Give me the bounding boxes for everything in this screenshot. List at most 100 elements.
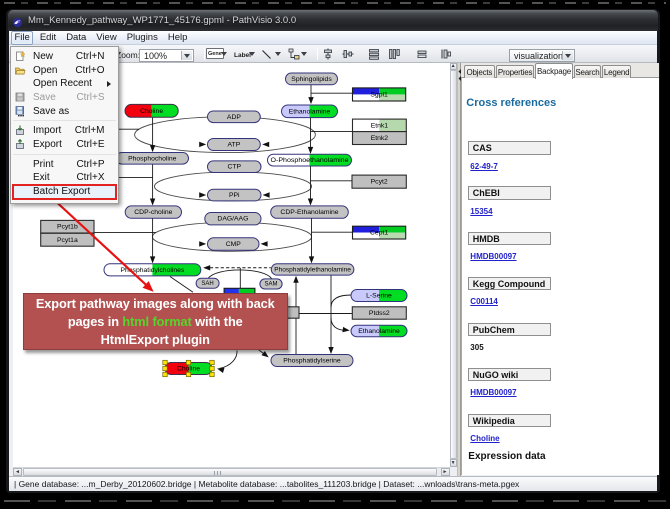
xref-value-kegg-compound[interactable]: C00114 [470, 297, 498, 307]
scroll-up-button[interactable]: ▲ [449, 62, 457, 70]
menu-item-save-as[interactable]: Save as [11, 104, 118, 118]
node-phosphatidylcholines[interactable]: Phosphatidylcholines [103, 262, 202, 276]
node-ethanolamine-bottom[interactable]: Ethanolamine [350, 324, 408, 337]
node-choline-top[interactable]: Choline [124, 103, 179, 118]
node-l-serine[interactable]: L-Serine [350, 288, 408, 302]
distribute-vertical-icon[interactable] [386, 47, 402, 61]
node-sah[interactable]: SAH [195, 277, 220, 289]
connector-tool-caret-icon[interactable] [301, 52, 307, 59]
horizontal-scroll-thumb[interactable] [23, 468, 437, 476]
scroll-down-button[interactable]: ▼ [449, 459, 457, 467]
node-sam[interactable]: SAM [259, 277, 283, 289]
zoom-combobox[interactable]: 100% [139, 49, 194, 62]
panel-splitter[interactable] [456, 62, 462, 476]
node-o-phosphoethanolamine[interactable]: O-Phosphoethanolamine [267, 153, 352, 167]
xref-value-cas[interactable]: 62-49-7 [470, 161, 498, 171]
pathway-edge [169, 275, 194, 293]
selection-handle[interactable] [209, 365, 215, 371]
node-cmp[interactable]: CMP [207, 236, 260, 251]
tab-search[interactable]: Search [573, 65, 602, 79]
selection-handle[interactable] [162, 359, 168, 365]
menu-item-batch-export[interactable]: Batch Export [11, 183, 118, 200]
tab-legend[interactable]: Legend [601, 65, 632, 79]
xref-value-wikipedia[interactable]: Choline [470, 434, 500, 444]
align-horizontal-center-icon[interactable] [340, 47, 356, 61]
arrowhead [149, 198, 156, 205]
node-choline-selected[interactable]: Choline [162, 359, 215, 377]
node-dag-aag[interactable]: DAG/AAG [204, 211, 262, 225]
menubar-item-file[interactable]: File [11, 30, 34, 45]
node-ctp[interactable]: CTP [207, 159, 262, 173]
connector-tool-icon[interactable] [286, 47, 302, 61]
label-tool-caret-icon[interactable] [249, 52, 255, 59]
node-ppi[interactable]: PPi [207, 188, 262, 201]
node-adp[interactable]: ADP [207, 110, 261, 123]
menubar-item-plugins[interactable]: Plugins [126, 31, 158, 43]
node-atp[interactable]: ATP [207, 137, 261, 151]
node-sphingolipids[interactable]: Sphingolipids [285, 72, 338, 85]
scroll-left-button[interactable]: ◄ [13, 468, 22, 476]
selection-handle[interactable] [185, 359, 192, 365]
common-height-icon[interactable] [438, 47, 454, 61]
node-phosphatidylethanolamine[interactable]: Phosphatidylethanolamine [270, 262, 355, 276]
node-cept1[interactable]: Cept1 [351, 225, 407, 240]
node-etnk1[interactable]: Etnk1 [351, 118, 407, 132]
zoom-caret-icon[interactable] [181, 51, 192, 60]
tab-properties[interactable]: Properties [495, 65, 535, 79]
canvas-vertical-scrollbar[interactable]: ▲ ▼ [449, 62, 457, 467]
selection-handle[interactable] [162, 365, 168, 371]
xref-value-hmdb[interactable]: HMDB00097 [470, 252, 517, 262]
canvas-horizontal-scrollbar[interactable]: ◄ ► [13, 466, 450, 476]
selection-handle[interactable] [209, 371, 215, 377]
label-tool-button[interactable]: Label [234, 51, 251, 59]
node-ethanolamine-top[interactable]: Ethanolamine [281, 104, 338, 118]
node-pcyt2[interactable]: Pcyt2 [351, 174, 407, 189]
line-tool-caret-icon[interactable] [275, 52, 281, 59]
node-phosphatidylserine[interactable]: Phosphatidylserine [270, 353, 354, 367]
node-ptdss2[interactable]: Ptdss2 [351, 305, 407, 320]
node-cdp-ethanolamine[interactable]: CDP-Ethanolamine [270, 204, 349, 219]
save-icon [15, 92, 28, 102]
menubar-item-help[interactable]: Help [167, 31, 188, 43]
gene-tool-caret-icon[interactable] [221, 52, 227, 59]
selection-handle[interactable] [209, 359, 215, 365]
tab-objects[interactable]: Objects [463, 65, 496, 79]
menu-item-open-recent[interactable]: Open Recent [11, 77, 118, 91]
tab-backpage[interactable]: Backpage [534, 63, 573, 79]
pathvisio-logo-icon [12, 15, 23, 28]
visualization-combobox[interactable]: visualization [509, 49, 575, 62]
node-sgpl1[interactable]: Sgpl1 [351, 86, 407, 102]
line-tool-icon[interactable] [259, 47, 274, 61]
title-bar[interactable]: Mm_Kennedy_pathway_WP1771_45176.gpml - P… [8, 10, 658, 31]
visualization-caret-icon[interactable] [562, 51, 573, 60]
distribute-horizontal-icon[interactable] [366, 47, 382, 61]
xref-value-chebi[interactable]: 15354 [470, 206, 493, 216]
node-pcyt1a[interactable]: Pcyt1a [40, 232, 95, 247]
node-phosphocholine[interactable]: Phosphocholine [115, 151, 189, 165]
menubar-item-edit[interactable]: Edit [39, 31, 57, 43]
node-etnk2[interactable]: Etnk2 [351, 130, 407, 145]
selection-handle[interactable] [162, 371, 168, 377]
background-dashes-bottom [4, 500, 666, 502]
xref-section-wikipedia: Wikipedia [468, 413, 552, 428]
selection-handle[interactable] [185, 371, 192, 377]
menubar-item-data[interactable]: Data [66, 31, 87, 43]
menubar-item-view[interactable]: View [96, 31, 117, 43]
xref-value-nugo-wiki[interactable]: HMDB00097 [470, 388, 517, 398]
common-width-icon[interactable] [414, 47, 430, 61]
scroll-right-button[interactable]: ► [440, 468, 450, 476]
node-cdp-choline[interactable]: CDP-choline [124, 204, 182, 219]
node-label: CTP [227, 163, 241, 170]
node-label: Choline [177, 365, 200, 372]
align-vertical-center-icon[interactable] [320, 47, 336, 61]
vertical-scroll-thumb[interactable] [449, 70, 457, 459]
node-pcyt1b[interactable]: Pcyt1b [40, 219, 95, 234]
